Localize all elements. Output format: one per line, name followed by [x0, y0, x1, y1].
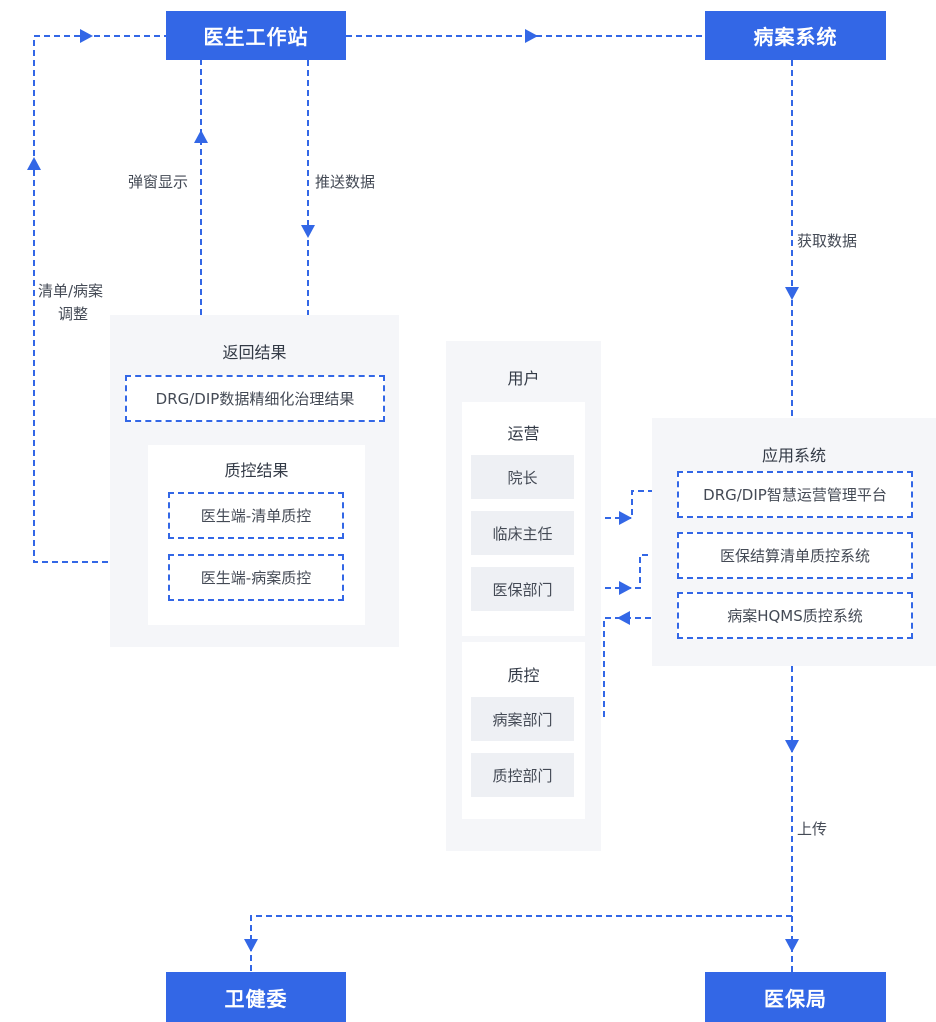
edge-clinical-to-drg — [585, 490, 677, 519]
quality-control-title: 质控 — [507, 666, 540, 685]
user-qc-dept-label: 质控部门 — [492, 766, 553, 785]
user-dean-label: 院长 — [507, 468, 538, 487]
qc-item-list[interactable]: 医生端-清单质控 — [168, 492, 344, 539]
user-case-dept[interactable]: 病案部门 — [471, 697, 574, 741]
arrow-into-settlement — [619, 581, 632, 595]
doctor-station-node[interactable]: 医生工作站 — [166, 11, 346, 60]
arrow-hqms-left — [617, 611, 630, 625]
arrow-fetch-down — [785, 287, 799, 300]
user-insurance-dept[interactable]: 医保部门 — [471, 567, 574, 611]
arrow-push-down — [301, 225, 315, 238]
upload-label: 上传 — [797, 820, 828, 838]
qc-item-case-label: 医生端-病案质控 — [200, 569, 312, 587]
medical-insurance-bureau-label: 医保局 — [764, 986, 827, 1011]
user-case-dept-label: 病案部门 — [492, 710, 553, 729]
operations-card: 运营 院长 临床主任 医保部门 — [462, 402, 585, 636]
user-insurance-dept-label: 医保部门 — [492, 580, 553, 599]
return-results-title: 返回结果 — [222, 343, 287, 362]
list-case-adjust-label-line1: 清单/病案 — [38, 282, 104, 300]
medical-insurance-bureau-node[interactable]: 医保局 — [705, 972, 886, 1022]
app-systems-title: 应用系统 — [761, 446, 826, 465]
qc-results-title: 质控结果 — [224, 461, 289, 480]
arrow-top-right — [525, 29, 538, 43]
app-drg-dip-platform[interactable]: DRG/DIP智慧运营管理平台 — [677, 471, 913, 518]
edge-case-dept-to-hqms — [585, 617, 677, 719]
push-data-label: 推送数据 — [315, 173, 376, 191]
list-case-adjust-label-line2: 调整 — [58, 305, 89, 323]
user-qc-dept[interactable]: 质控部门 — [471, 753, 574, 797]
qc-results-card: 质控结果 医生端-清单质控 医生端-病案质控 — [148, 445, 365, 625]
user-clinical-director-label: 临床主任 — [492, 524, 553, 543]
health-commission-node[interactable]: 卫健委 — [166, 972, 346, 1022]
edge-list-case-adjust — [33, 35, 166, 563]
return-results-panel: 返回结果 DRG/DIP数据精细化治理结果 质控结果 医生端-清单质控 医生端-… — [110, 315, 399, 647]
qc-item-case[interactable]: 医生端-病案质控 — [168, 554, 344, 601]
arrow-loop-up — [27, 157, 41, 170]
edge-insurance-to-settlement — [585, 554, 677, 589]
case-system-label: 病案系统 — [753, 25, 838, 49]
app-hqms-qc-system[interactable]: 病案HQMS质控系统 — [677, 592, 913, 639]
user-dean[interactable]: 院长 — [471, 455, 574, 499]
doctor-station-label: 医生工作站 — [203, 25, 309, 49]
arrow-upload-down — [785, 740, 799, 753]
users-panel: 用户 运营 院长 临床主任 医保部门 质控 病案部门 质控部门 — [446, 341, 601, 851]
quality-control-card: 质控 病案部门 质控部门 — [462, 642, 585, 819]
arrow-into-commission — [244, 939, 258, 952]
popup-display-label: 弹窗显示 — [128, 173, 189, 191]
health-commission-label: 卫健委 — [224, 986, 288, 1011]
user-clinical-director[interactable]: 临床主任 — [471, 511, 574, 555]
arrow-into-drg — [619, 511, 632, 525]
drg-dip-result-label: DRG/DIP数据精细化治理结果 — [155, 390, 355, 408]
app-hqms-qc-system-label: 病案HQMS质控系统 — [727, 607, 863, 625]
users-title: 用户 — [507, 369, 540, 388]
fetch-data-label: 获取数据 — [797, 232, 858, 250]
qc-item-list-label: 医生端-清单质控 — [200, 507, 312, 525]
app-settlement-qc-system[interactable]: 医保结算清单质控系统 — [677, 532, 913, 579]
operations-title: 运营 — [507, 424, 540, 443]
app-systems-panel: 应用系统 DRG/DIP智慧运营管理平台 医保结算清单质控系统 病案HQMS质控… — [652, 418, 936, 666]
edge-upload-branch — [250, 915, 792, 972]
app-settlement-qc-system-label: 医保结算清单质控系统 — [719, 547, 870, 565]
app-drg-dip-platform-label: DRG/DIP智慧运营管理平台 — [703, 486, 887, 504]
arrow-popup-up — [194, 130, 208, 143]
arrow-loop-right — [80, 29, 93, 43]
case-system-node[interactable]: 病案系统 — [705, 11, 886, 60]
drg-dip-result-box[interactable]: DRG/DIP数据精细化治理结果 — [125, 375, 385, 422]
arrow-into-bureau — [785, 939, 799, 952]
